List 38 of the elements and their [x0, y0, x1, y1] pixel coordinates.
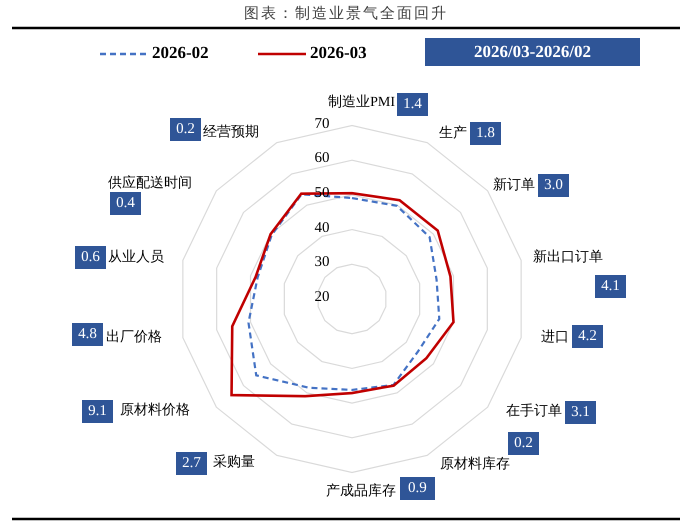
tick-label: 70 — [314, 114, 330, 132]
axis-label: 原材料库存 — [440, 456, 510, 474]
axis-label: 新订单 — [493, 177, 535, 195]
chart-title: 图表：制造业景气全面回升 — [243, 4, 449, 23]
difference-label: 0.2 — [170, 118, 201, 141]
axis-label: 原材料价格 — [120, 402, 190, 420]
tick-label: 60 — [314, 149, 330, 168]
axis-label: 从业人员 — [108, 249, 164, 267]
difference-label: 0.4 — [110, 192, 141, 215]
difference-label: 4.1 — [595, 275, 626, 298]
axis-label: 经营预期 — [203, 124, 259, 142]
tick-label: 50 — [314, 184, 330, 202]
difference-label: 4.2 — [572, 325, 603, 348]
axis-label: 在手订单 — [506, 403, 562, 421]
difference-label: 9.1 — [82, 400, 113, 423]
difference-label: 1.8 — [470, 122, 501, 145]
axis-label: 供应配送时间 — [108, 175, 192, 193]
difference-label: 3.1 — [565, 401, 596, 424]
tick-label: 30 — [314, 253, 330, 272]
tick-label: 20 — [314, 288, 330, 306]
difference-label: 4.8 — [72, 323, 103, 346]
difference-label: 1.4 — [397, 93, 428, 116]
legend-label: 2026-03 — [310, 42, 367, 64]
axis-label: 进口 — [541, 329, 569, 347]
difference-label: 0.6 — [75, 246, 106, 269]
axis-label: 制造业PMI — [328, 94, 395, 112]
legend-box: 2026/03-2026/02 — [425, 38, 640, 66]
axis-label: 新出口订单 — [533, 249, 603, 267]
difference-label: 2.7 — [176, 452, 207, 475]
tick-label: 40 — [314, 218, 330, 237]
difference-label: 0.9 — [400, 477, 435, 500]
axis-label: 出厂价格 — [106, 329, 162, 347]
axis-label: 采购量 — [213, 454, 255, 472]
axis-label: 生产 — [439, 125, 467, 143]
difference-label: 3.0 — [538, 174, 569, 197]
axis-label: 产成品库存 — [326, 483, 396, 501]
legend-label: 2026-02 — [152, 42, 209, 64]
difference-label: 0.2 — [508, 432, 539, 455]
